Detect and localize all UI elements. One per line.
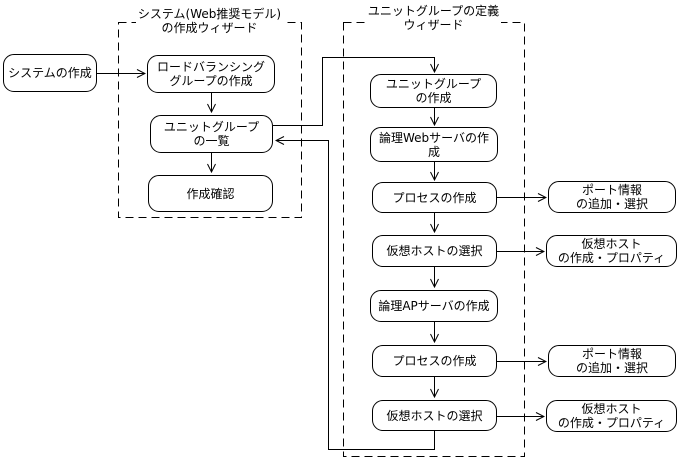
node-unit-group-create: ユニットグループ の作成 <box>370 74 497 108</box>
wizard1-title-line1: システム(Web推奨モデル) <box>137 7 282 21</box>
node-logical-ap-server-create: 論理APサーバの作成 <box>370 290 498 322</box>
wizard2-title-line1: ユニットグループの定義 <box>367 4 500 18</box>
node-process-create-1: プロセスの作成 <box>372 182 497 213</box>
edge-unit-group-list-to-unit-group-create <box>273 57 435 126</box>
node-process-create-2: プロセスの作成 <box>372 345 497 377</box>
node-unit-group-list: ユニットグループ の一覧 <box>150 115 273 153</box>
wizard1-title-line2: の作成ウィザード <box>161 21 258 35</box>
wizard1-title: システム(Web推奨モデル) の作成ウィザード <box>118 7 301 35</box>
node-virtual-host-props-1: 仮想ホスト の作成・プロパティ <box>546 235 677 267</box>
edge-virtual-host-select-2-return-to-unit-group-list <box>276 141 435 450</box>
wizard2-boundary <box>343 22 525 457</box>
node-logical-web-server-create: 論理Webサーバの作成 <box>370 127 498 162</box>
node-port-info-1: ポート情報 の追加・選択 <box>548 181 676 213</box>
wizard2-title: ユニットグループの定義 ウィザード <box>343 4 524 32</box>
wizard2-title-line2: ウィザード <box>403 18 464 32</box>
node-virtual-host-props-2: 仮想ホスト の作成・プロパティ <box>546 400 677 432</box>
node-system-create: システムの作成 <box>3 54 97 92</box>
node-virtual-host-select-2: 仮想ホストの選択 <box>372 400 497 431</box>
node-lb-group-create: ロードバランシング グループの作成 <box>147 55 275 93</box>
node-port-info-2: ポート情報 の追加・選択 <box>548 345 676 377</box>
node-virtual-host-select-1: 仮想ホストの選択 <box>372 235 497 267</box>
node-create-confirm: 作成確認 <box>148 175 273 212</box>
